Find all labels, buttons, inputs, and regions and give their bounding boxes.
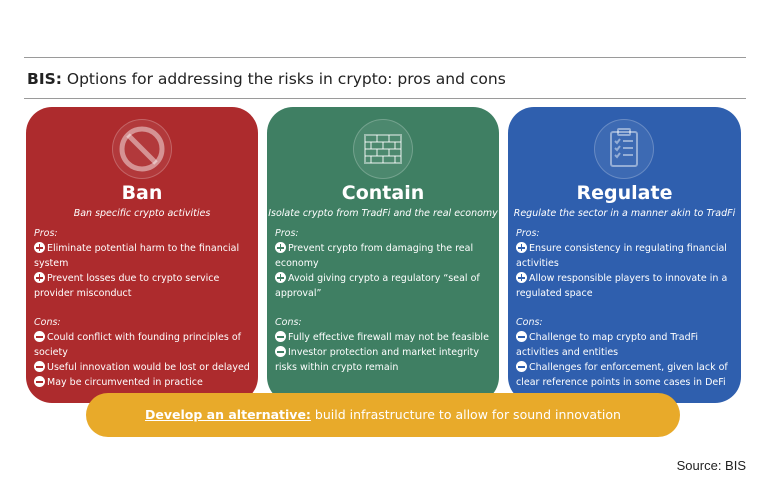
cons-label: Cons: xyxy=(34,317,61,328)
card-title: Regulate xyxy=(576,182,673,204)
con-item: Investor protection and market integrity… xyxy=(275,346,480,373)
pro-item: Ensure consistency in regulating financi… xyxy=(516,242,727,269)
pro-item: Prevent crypto from damaging the real ec… xyxy=(275,242,474,269)
card-contain: Contain Isolate crypto from TradFi and t… xyxy=(267,107,499,403)
con-item: May be circumvented in practice xyxy=(34,375,252,390)
plus-icon xyxy=(275,242,286,253)
alternative-banner: Develop an alternative: build infrastruc… xyxy=(86,393,680,437)
title-rule xyxy=(24,98,746,99)
banner-text: build infrastructure to allow for sound … xyxy=(314,407,621,422)
con-item: Challenges for enforcement, given lack o… xyxy=(516,361,728,388)
pros-label: Pros: xyxy=(275,228,299,239)
con-item: Useful innovation would be lost or delay… xyxy=(34,360,252,375)
plus-icon xyxy=(34,272,45,283)
title-text: Options for addressing the risks in cryp… xyxy=(66,70,506,88)
minus-icon xyxy=(516,361,527,372)
card-subtitle: Isolate crypto from TradFi and the real … xyxy=(268,208,498,219)
minus-icon xyxy=(34,361,45,372)
con-item: Challenge to map crypto and TradFi activ… xyxy=(516,331,699,358)
card-subtitle: Regulate the sector in a manner akin to … xyxy=(513,208,736,219)
pro-item: Eliminate potential harm to the financia… xyxy=(34,242,240,269)
cons-label: Cons: xyxy=(275,317,302,328)
pro-item: Avoid giving crypto a regulatory “seal o… xyxy=(275,272,480,299)
plus-icon xyxy=(275,272,286,283)
pros-label: Pros: xyxy=(516,228,540,239)
brick-wall-icon xyxy=(353,119,413,179)
plus-icon xyxy=(516,272,527,283)
plus-icon xyxy=(516,242,527,253)
pro-item: Prevent losses due to crypto service pro… xyxy=(34,272,220,299)
card-title: Ban xyxy=(121,182,163,204)
con-item: Fully effective firewall may not be feas… xyxy=(275,330,493,345)
con-item: Could conflict with founding principles … xyxy=(34,331,242,358)
card-subtitle: Ban specific crypto activities xyxy=(73,208,211,219)
card-regulate: Regulate Regulate the sector in a manner… xyxy=(508,107,741,403)
minus-icon xyxy=(34,331,45,342)
title-prefix: BIS: xyxy=(27,70,62,88)
diagram-title: BIS: Options for addressing the risks in… xyxy=(27,70,506,88)
banner-lead: Develop an alternative: xyxy=(145,407,311,422)
plus-icon xyxy=(34,242,45,253)
source-note: Source: BIS xyxy=(676,458,746,473)
no-entry-icon xyxy=(112,119,172,179)
minus-icon xyxy=(275,331,286,342)
card-ban: Ban Ban specific crypto activities Pros:… xyxy=(26,107,258,403)
clipboard-checklist-icon xyxy=(594,119,654,179)
pros-label: Pros: xyxy=(34,228,58,239)
minus-icon xyxy=(34,376,45,387)
minus-icon xyxy=(516,331,527,342)
top-rule xyxy=(24,57,746,58)
pro-item: Allow responsible players to innovate in… xyxy=(516,272,728,299)
cons-label: Cons: xyxy=(516,317,543,328)
minus-icon xyxy=(275,346,286,357)
card-title: Contain xyxy=(341,182,425,204)
